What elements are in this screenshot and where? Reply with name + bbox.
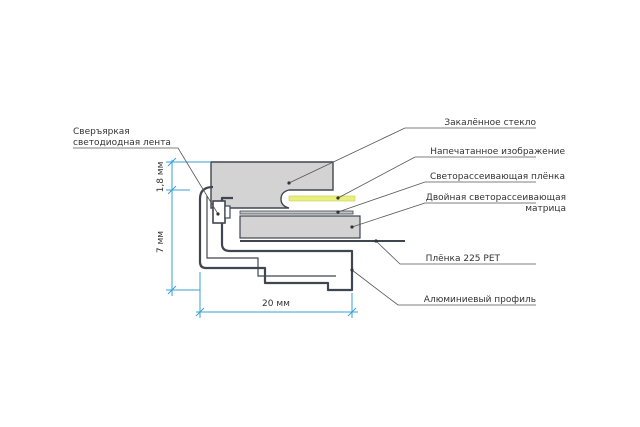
vertical-dimension: [166, 157, 211, 296]
double-diffuser-matrix-layer: [239, 215, 361, 239]
label-led-strip-line1: Сверъяркая: [73, 127, 130, 137]
leader-dots: [216, 181, 378, 272]
label-double-diffuser-line2: матрица: [525, 204, 566, 214]
label-double-diffuser-line1: Двойная светорассеивающая: [426, 193, 566, 203]
label-pet-film: Плёнка 225 PET: [426, 254, 501, 264]
dimension-top-height: 1,8 мм: [156, 162, 166, 193]
tempered-glass-layer: [210, 161, 334, 209]
led-strip: [212, 200, 226, 224]
label-printed-image: Напечатанное изображение: [430, 147, 565, 157]
aluminum-profile-inner: [206, 196, 336, 277]
label-tempered-glass: Закалённое стекло: [444, 118, 536, 128]
led-chip: [224, 205, 231, 219]
label-diffuser-film: Светорассеивающая плёнка: [430, 172, 565, 182]
diffuser-film-layer: [239, 210, 354, 215]
horizontal-dimension: [195, 272, 358, 318]
label-aluminum-profile: Алюминиевый профиль: [424, 295, 536, 305]
printed-image-layer: [288, 195, 356, 202]
dimension-width: 20 мм: [262, 299, 290, 309]
aluminum-profile: [198, 185, 354, 292]
label-led-strip-line2: светодиодная лента: [73, 138, 171, 148]
dimension-side-height: 7 мм: [156, 231, 166, 253]
leader-lines: [73, 127, 536, 306]
